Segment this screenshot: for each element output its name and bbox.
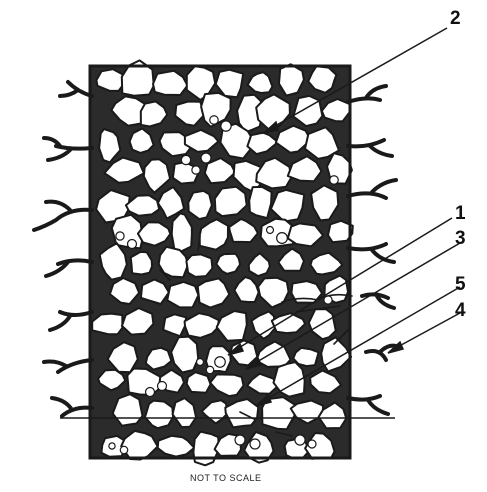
pebble <box>116 232 124 240</box>
pebble <box>308 440 316 448</box>
root-branch <box>44 360 92 372</box>
pebble <box>277 233 288 244</box>
pebble <box>192 166 200 174</box>
roots-right <box>348 86 396 414</box>
stone <box>167 282 198 308</box>
root-branch <box>50 312 92 330</box>
pebble <box>201 153 211 163</box>
root-branch <box>34 202 92 230</box>
stone <box>188 191 212 219</box>
pebble <box>235 435 245 445</box>
stone-aggregate <box>92 60 353 465</box>
root-branch <box>348 180 396 198</box>
arrow-4-line <box>392 313 460 350</box>
pebble <box>250 439 260 449</box>
pebble <box>158 382 167 391</box>
callout-3: 3 <box>455 228 466 249</box>
pebble <box>120 446 127 453</box>
stone <box>131 252 152 275</box>
stone <box>186 254 212 277</box>
root-branch <box>348 86 386 102</box>
pebble <box>221 121 231 131</box>
root-branch <box>60 82 92 96</box>
pebble <box>330 176 339 185</box>
callout-4: 4 <box>455 300 466 321</box>
root-branch <box>44 138 92 160</box>
pebble <box>181 155 190 164</box>
root-branch <box>348 140 392 156</box>
root-branch <box>348 396 388 414</box>
pebble <box>267 227 274 234</box>
pebble <box>146 388 155 397</box>
pebble <box>206 366 213 373</box>
callout-2: 2 <box>450 8 461 29</box>
pebble <box>215 357 226 368</box>
callout-1: 1 <box>455 203 466 224</box>
stone <box>249 187 271 218</box>
stone <box>96 69 125 91</box>
stone <box>187 372 211 393</box>
pebble <box>197 359 204 366</box>
root-branch <box>46 260 92 276</box>
roots-left <box>34 82 92 416</box>
pebble <box>128 240 137 249</box>
root-branch <box>348 244 394 262</box>
pebble <box>109 443 115 449</box>
pebble <box>295 435 305 445</box>
scale-caption: NOT TO SCALE <box>190 473 262 483</box>
root-branch <box>52 398 92 416</box>
callout-5: 5 <box>455 274 466 295</box>
pebble <box>210 116 219 125</box>
root-branch <box>362 294 394 308</box>
